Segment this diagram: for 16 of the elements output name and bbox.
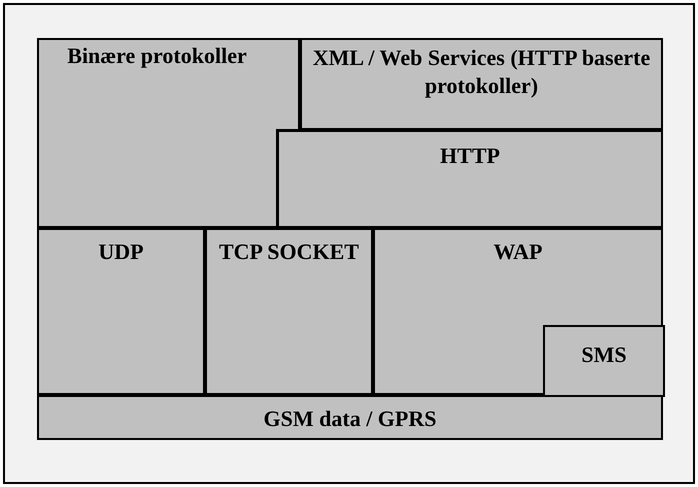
layer-box [543,325,665,397]
layer-box [205,228,373,395]
layer-label: UDP [97,238,145,266]
layer-label: WAP [492,238,544,266]
layer-box [37,228,205,395]
layer-label: SMS [580,341,628,369]
layer-box [300,38,663,130]
layer-box [37,395,663,440]
layer-box [373,228,663,395]
l-shaped-layer-block [37,38,300,228]
layer-box [277,130,663,228]
layer-label: Binære protokoller [66,42,248,70]
layer-label: XML / Web Services (HTTP baserte protokoller) [312,44,652,100]
layer-label: HTTP [439,142,501,170]
layer-label: TCP SOCKET [218,238,360,266]
layer-label: GSM data / GPRS [262,405,438,433]
